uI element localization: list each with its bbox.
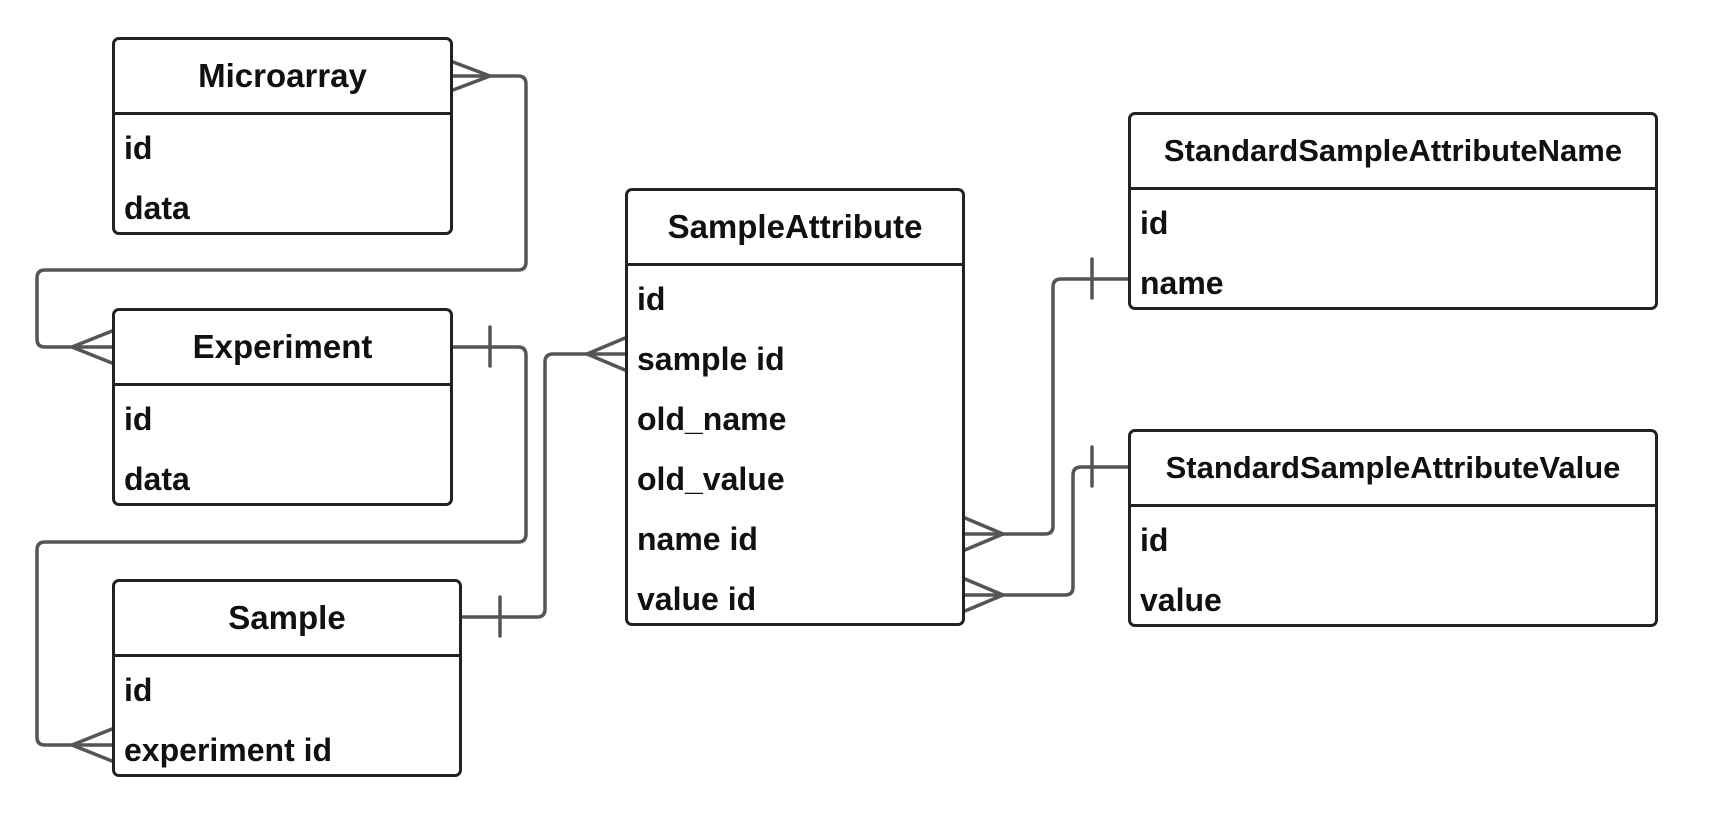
connector-stdname-sampleattribute xyxy=(963,257,1130,552)
crowfoot-nameid-end xyxy=(963,516,1005,552)
field-list: id name xyxy=(1131,190,1655,307)
crowfoot-valueid-end xyxy=(963,577,1005,613)
entity-title: StandardSampleAttributeName xyxy=(1131,115,1655,190)
field-value: value xyxy=(1140,582,1222,618)
entity-title: SampleAttribute xyxy=(628,191,962,266)
field-id: id xyxy=(124,130,153,166)
crowfoot-sample-end xyxy=(70,727,114,763)
field-list: id data xyxy=(115,386,450,503)
field-list: id experiment id xyxy=(115,657,459,774)
field-old-name: old_name xyxy=(637,401,787,437)
field-name-id: name id xyxy=(637,521,758,557)
entity-experiment[interactable]: Experiment id data xyxy=(112,308,453,506)
entity-title: StandardSampleAttributeValue xyxy=(1131,432,1655,507)
field-id: id xyxy=(124,672,153,708)
field-id: id xyxy=(1140,522,1169,558)
field-sample-id: sample id xyxy=(637,341,785,377)
connector-stdvalue-sampleattribute xyxy=(963,445,1130,613)
field-data: data xyxy=(124,461,190,497)
field-id: id xyxy=(124,401,153,437)
field-value-id: value id xyxy=(637,581,757,617)
field-id: id xyxy=(637,281,666,317)
connector-microarray-experiment xyxy=(35,60,528,365)
entity-title: Sample xyxy=(115,582,459,657)
field-id: id xyxy=(1140,205,1169,241)
field-list: id sample id old_name old_value name id … xyxy=(628,266,962,623)
entity-standardsampleattributename[interactable]: StandardSampleAttributeName id name xyxy=(1128,112,1658,310)
field-data: data xyxy=(124,190,190,226)
connector-experiment-sample xyxy=(35,325,528,763)
field-experiment-id: experiment id xyxy=(124,732,333,768)
entity-sample[interactable]: Sample id experiment id xyxy=(112,579,462,777)
connector-sample-sampleattribute xyxy=(460,336,627,638)
entity-title: Microarray xyxy=(115,40,450,115)
field-list: id value xyxy=(1131,507,1655,624)
crowfoot-microarray-end xyxy=(451,60,492,92)
field-old-value: old_value xyxy=(637,461,785,497)
field-name: name xyxy=(1140,265,1224,301)
entity-sampleattribute[interactable]: SampleAttribute id sample id old_name ol… xyxy=(625,188,965,626)
crowfoot-sampleattribute-end xyxy=(585,336,627,372)
entity-title: Experiment xyxy=(115,311,450,386)
entity-standardsampleattributevalue[interactable]: StandardSampleAttributeValue id value xyxy=(1128,429,1658,627)
entity-microarray[interactable]: Microarray id data xyxy=(112,37,453,235)
crowfoot-experiment-end xyxy=(70,329,114,365)
field-list: id data xyxy=(115,115,450,232)
